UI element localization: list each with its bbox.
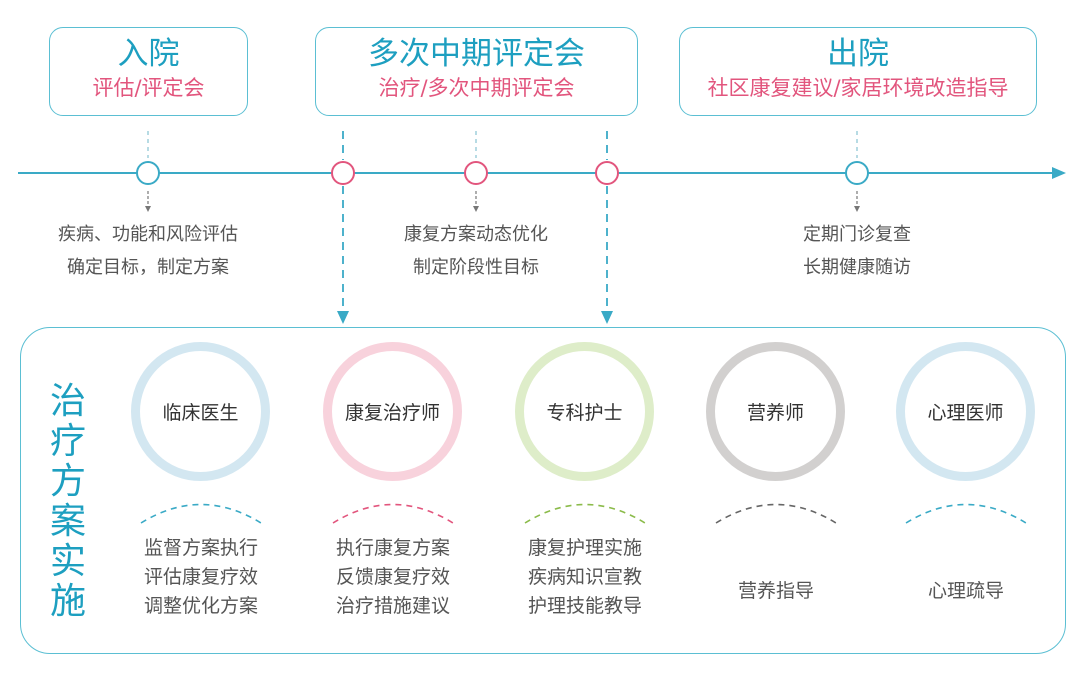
- role-name: 心理医师: [927, 402, 1004, 424]
- duties-psychologist: 心理疏导: [891, 577, 1041, 606]
- duty-item: 疾病知识宣教: [527, 566, 642, 588]
- stage-subtitle: 治疗/多次中期评定会: [378, 76, 575, 100]
- role-ring-therapist: 康复治疗师: [323, 342, 462, 481]
- long-dashed-connectors: [342, 131, 608, 314]
- duty-item: 监督方案执行: [143, 537, 258, 559]
- timeline-node: [136, 161, 160, 185]
- note-line: 定期门诊复查: [803, 224, 911, 245]
- timeline-node: [331, 161, 355, 185]
- timeline-node: [464, 161, 488, 185]
- note-discharge: 定期门诊复查 长期健康随访: [767, 218, 947, 284]
- role-ring-dietitian: 营养师: [706, 342, 845, 481]
- arc-dietitian: [715, 503, 837, 524]
- arc-clinician: [140, 503, 262, 524]
- panel-title-char: 治: [49, 381, 86, 422]
- note-line: 疾病、功能和风险评估: [58, 224, 238, 245]
- panel-title: 治疗方案实施: [46, 382, 90, 622]
- stage-subtitle: 社区康复建议/家居环境改造指导: [707, 76, 1009, 100]
- role-name: 康复治疗师: [344, 402, 440, 424]
- note-line: 确定目标，制定方案: [67, 257, 229, 278]
- note-line: 制定阶段性目标: [413, 257, 539, 278]
- arc-psychologist: [905, 503, 1027, 524]
- duty-item: 营养指导: [737, 580, 814, 602]
- panel-title-char: 疗: [49, 421, 86, 462]
- stage-title: 入院: [117, 36, 180, 72]
- connector-arrowhead: [601, 311, 613, 324]
- duty-item: 心理疏导: [927, 580, 1004, 602]
- note-line: 长期健康随访: [803, 257, 911, 278]
- panel-title-char: 施: [49, 581, 86, 622]
- role-name: 营养师: [746, 402, 804, 424]
- stage-midterm: 多次中期评定会 治疗/多次中期评定会: [315, 27, 638, 116]
- treatment-panel: [20, 327, 1066, 654]
- connector-arrowhead: [337, 311, 349, 324]
- note-midterm: 康复方案动态优化 制定阶段性目标: [366, 218, 586, 284]
- timeline-node: [595, 161, 619, 185]
- panel-title-char: 方: [49, 461, 86, 502]
- duty-item: 康复护理实施: [527, 537, 642, 559]
- stage-title: 多次中期评定会: [368, 36, 585, 72]
- panel-title-char: 实: [49, 541, 86, 582]
- role-ring-nurse: 专科护士: [515, 342, 654, 481]
- stage-admission: 入院 评估/评定会: [49, 27, 248, 116]
- duties-therapist: 执行康复方案 反馈康复疗效 治疗措施建议: [318, 534, 468, 621]
- stage-discharge: 出院 社区康复建议/家居环境改造指导: [679, 27, 1037, 116]
- arc-therapist: [332, 503, 454, 524]
- duty-item: 执行康复方案: [335, 537, 450, 559]
- duty-item: 护理技能教导: [527, 595, 642, 617]
- duties-dietitian: 营养指导: [701, 577, 851, 606]
- timeline-arrowhead: [1052, 167, 1066, 179]
- arc-nurse: [524, 503, 646, 524]
- duty-item: 调整优化方案: [143, 595, 258, 617]
- note-admission: 疾病、功能和风险评估 确定目标，制定方案: [28, 218, 268, 284]
- panel-title-char: 案: [49, 501, 86, 542]
- note-line: 康复方案动态优化: [404, 224, 548, 245]
- duty-item: 治疗措施建议: [335, 595, 450, 617]
- role-name: 临床医生: [162, 402, 239, 424]
- stage-subtitle: 评估/评定会: [92, 76, 205, 100]
- duty-item: 反馈康复疗效: [335, 566, 450, 588]
- duties-nurse: 康复护理实施 疾病知识宣教 护理技能教导: [510, 534, 660, 621]
- stage-title: 出院: [827, 36, 889, 72]
- timeline-node: [845, 161, 869, 185]
- role-name: 专科护士: [546, 402, 623, 424]
- role-ring-clinician: 临床医生: [131, 342, 270, 481]
- lower-ticks: [147, 191, 858, 208]
- duties-clinician: 监督方案执行 评估康复疗效 调整优化方案: [126, 534, 276, 621]
- duty-item: 评估康复疗效: [143, 566, 258, 588]
- role-ring-psychologist: 心理医师: [896, 342, 1035, 481]
